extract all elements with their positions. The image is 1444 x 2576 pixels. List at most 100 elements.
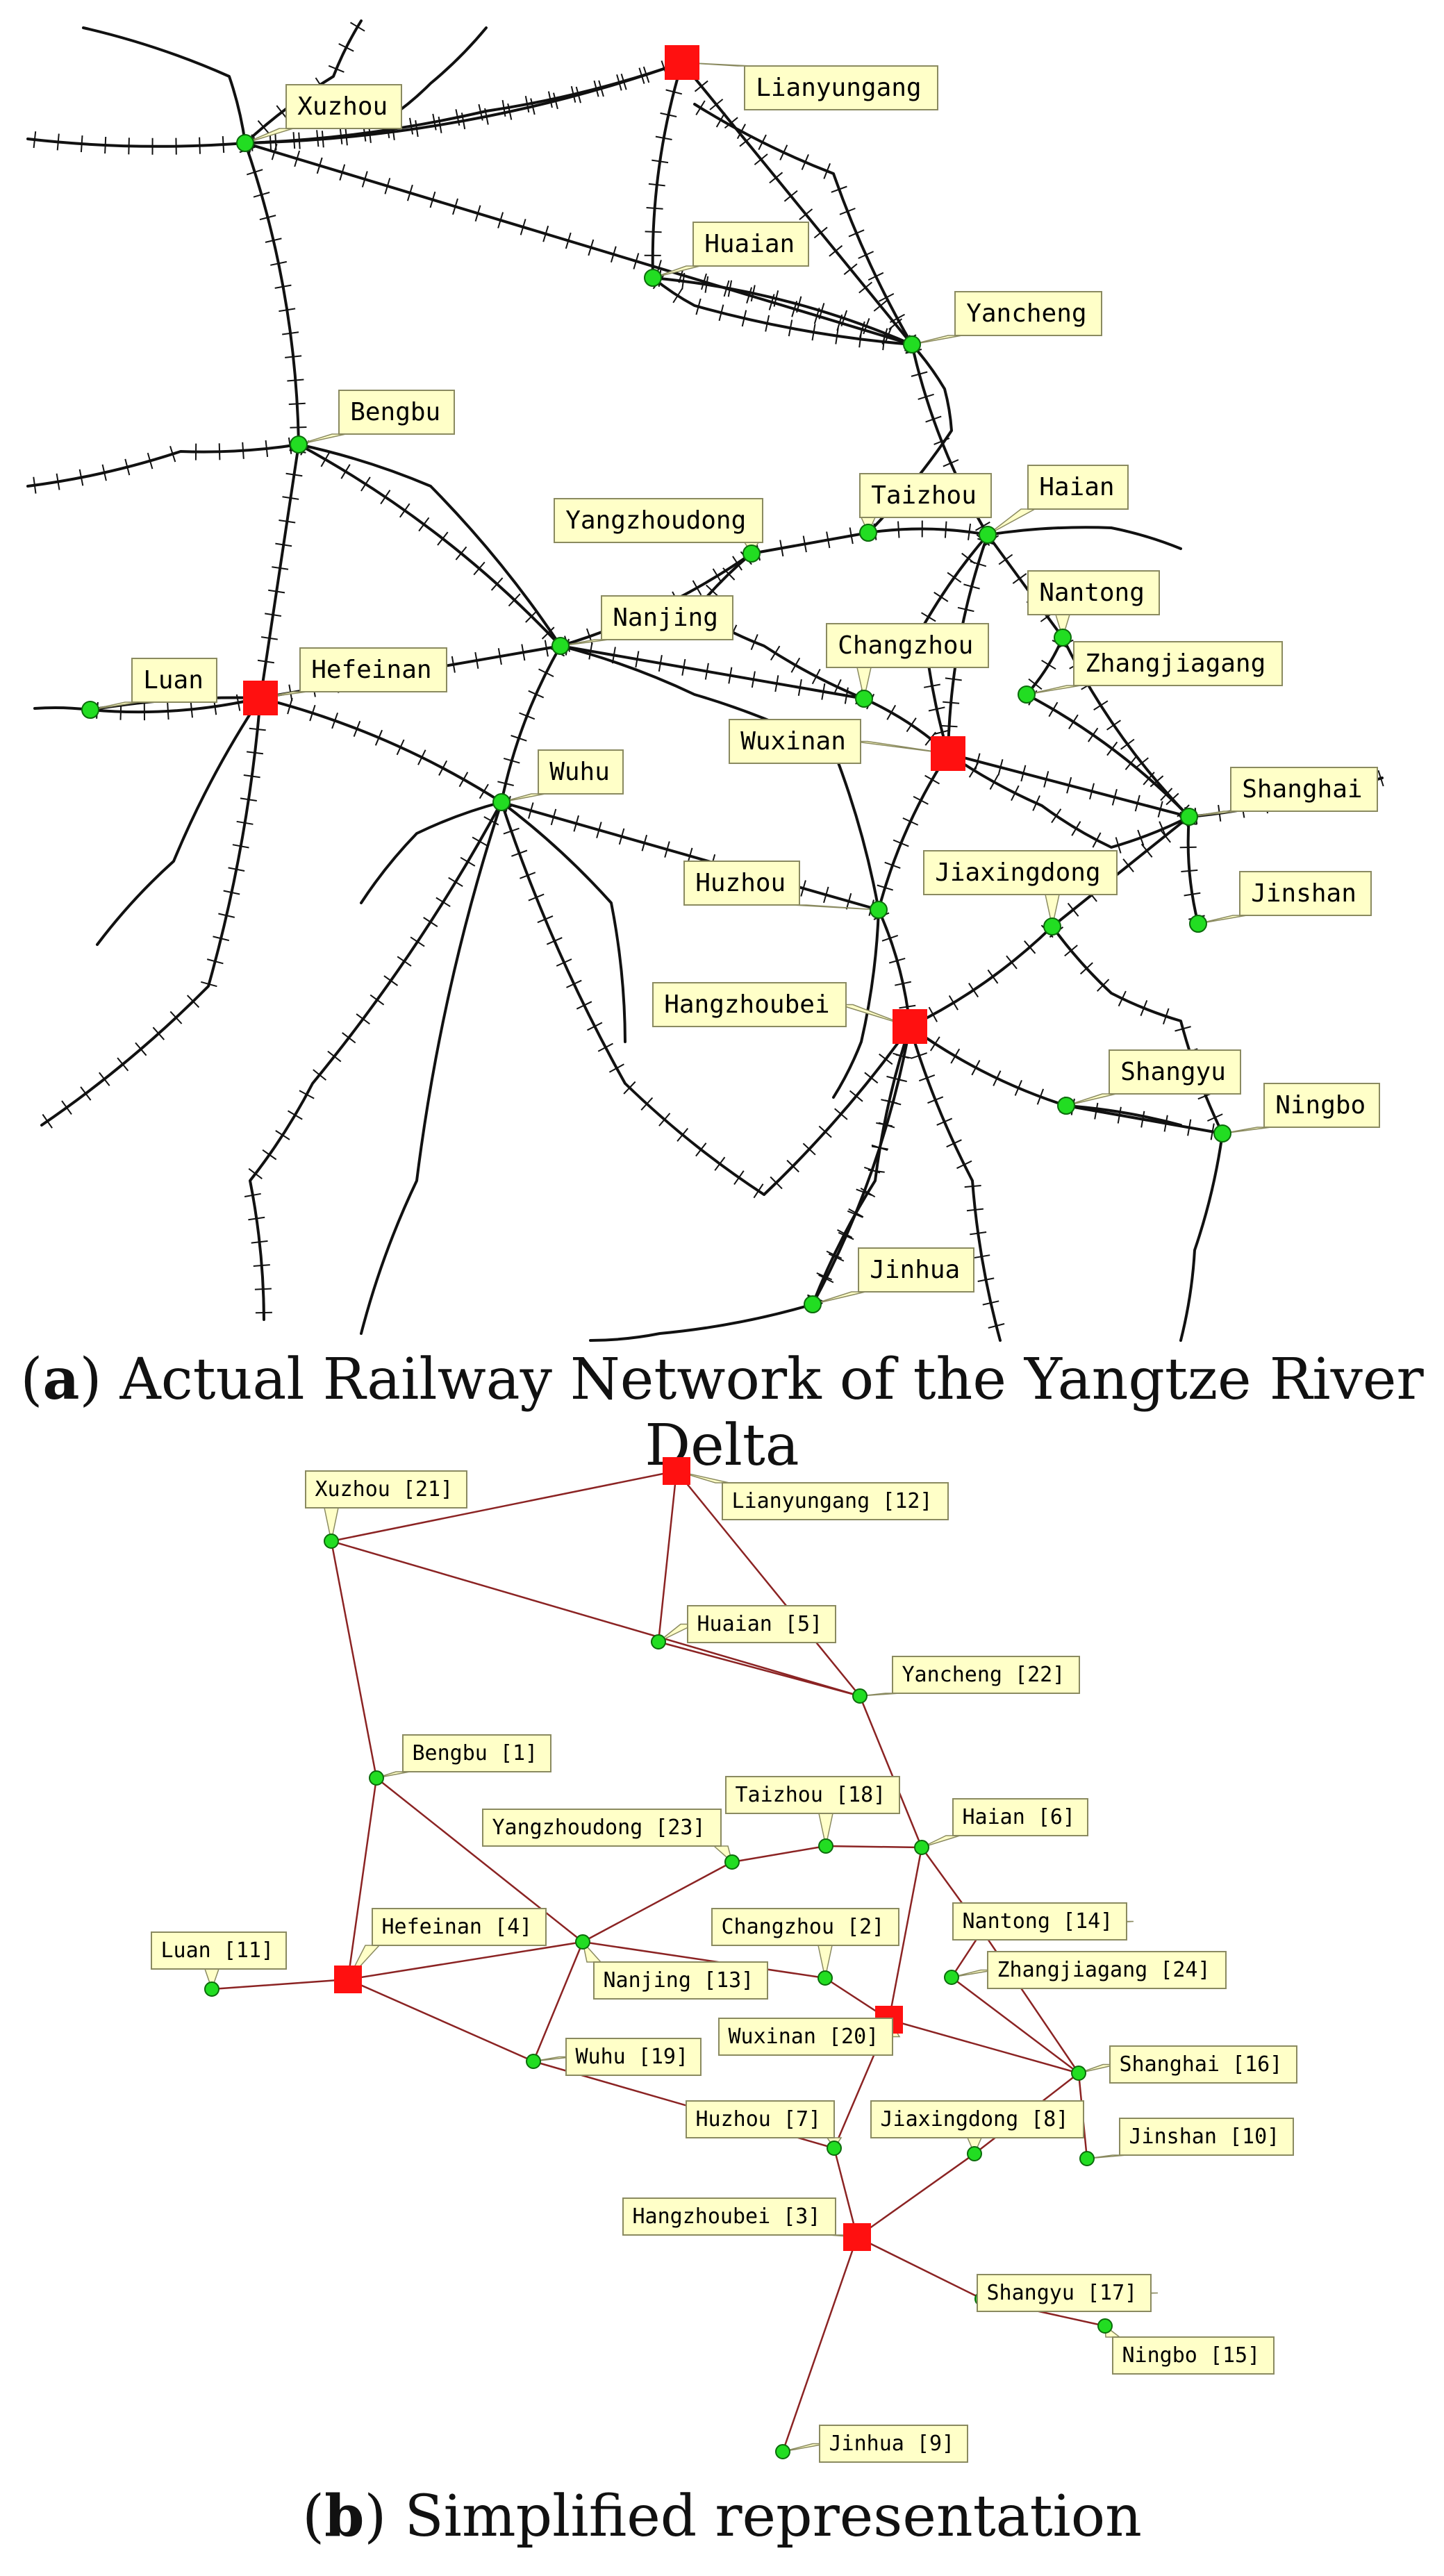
rail-tie xyxy=(788,319,793,337)
rail-tie xyxy=(733,1170,745,1185)
rail-tie xyxy=(483,816,499,826)
rail-tie xyxy=(884,861,901,869)
rail-tie xyxy=(753,1183,764,1199)
rail-tie xyxy=(360,476,371,492)
rail-line-shanghai-jiaxingdong xyxy=(1051,815,1190,928)
rail-tie xyxy=(677,1127,689,1142)
rail-tie xyxy=(460,856,476,867)
a-label-box-haian xyxy=(1027,465,1129,510)
rail-tie xyxy=(1087,727,1099,742)
rail-tie xyxy=(796,296,802,313)
rail-tie xyxy=(374,729,383,746)
rail-tie xyxy=(1051,808,1062,824)
rail-line-extra xyxy=(360,801,503,904)
rail-tie xyxy=(275,542,292,547)
rail-tie xyxy=(528,690,545,699)
caption-a: (a) Actual Railway Network of the Yangtz… xyxy=(20,1346,1424,1479)
rail-tie xyxy=(899,1004,916,1009)
rail-tie xyxy=(1092,832,1102,848)
rail-tie xyxy=(521,644,526,661)
rail-tie xyxy=(1115,837,1122,854)
rail-tie xyxy=(550,808,557,826)
a-label-lianyungang: Lianyungang xyxy=(756,74,921,102)
rail-tie xyxy=(987,969,999,984)
rail-tie xyxy=(349,22,365,32)
rail-tie xyxy=(786,1159,799,1173)
actual-network-map: XuzhouLianyungangHuaianYanchengBengbuYan… xyxy=(26,19,1384,1342)
rail-tie xyxy=(845,892,852,910)
rail-tie xyxy=(977,1277,995,1282)
rail-tie xyxy=(587,1022,603,1031)
rail-tie xyxy=(913,796,929,805)
rail-tie xyxy=(1159,821,1167,838)
b-node-luan xyxy=(204,1981,219,1997)
rail-tie xyxy=(556,958,572,967)
rail-tie xyxy=(242,442,244,459)
rail-tie xyxy=(839,208,856,215)
rail-tie xyxy=(61,1100,72,1115)
a-node-luan xyxy=(81,701,99,719)
rail-tie xyxy=(758,134,767,151)
rail-tie xyxy=(201,981,217,988)
a-node-yancheng xyxy=(903,335,921,354)
rail-tie xyxy=(704,663,709,680)
rail-line-extra xyxy=(249,801,503,1321)
rail-line-bengbu-hefeinan xyxy=(259,443,300,699)
rail-tie xyxy=(840,310,848,327)
rail-line-extra xyxy=(811,1025,911,1306)
rail-tie xyxy=(695,298,702,315)
rail-tie xyxy=(251,1240,268,1244)
rail-tie xyxy=(243,774,260,779)
rail-tie xyxy=(971,1060,981,1076)
rail-tie xyxy=(750,634,758,650)
b-label-box-hefeinan xyxy=(372,1908,547,1946)
rail-tie xyxy=(253,1264,270,1267)
a-label-box-huzhou xyxy=(683,861,800,906)
a-label-hefeinan: Hefeinan xyxy=(311,656,431,684)
rail-tie xyxy=(918,393,934,400)
edge-nanjing-changzhou xyxy=(582,1941,826,1979)
rail-tie xyxy=(384,178,391,194)
b-hub-hefeinan xyxy=(334,1966,362,1993)
rail-tie xyxy=(435,897,451,908)
b-label-huzhou: Huzhou [7] xyxy=(696,2107,822,2132)
rail-tie xyxy=(511,735,527,742)
caption-b-text: Simplified representation xyxy=(404,2484,1142,2550)
a-label-box-wuhu xyxy=(538,749,624,795)
rail-tie xyxy=(732,556,742,571)
b-label-yangzhoudong: Yangzhoudong [23] xyxy=(492,1815,706,1840)
rail-tie xyxy=(973,1254,990,1259)
b-node-jinshan xyxy=(1079,2151,1095,2166)
rail-line-extra xyxy=(986,526,1182,550)
a-label-box-hefeinan xyxy=(299,647,447,692)
rail-tie xyxy=(1187,1119,1192,1136)
b-node-nanjing xyxy=(575,1934,590,1950)
rail-tie xyxy=(1210,1123,1215,1140)
rail-tie xyxy=(236,820,254,825)
rail-tie xyxy=(1041,659,1056,670)
rail-tie xyxy=(963,583,980,590)
a-node-jinhua xyxy=(804,1295,822,1313)
a-label-box-zhangjiagang xyxy=(1073,641,1283,686)
rail-tie xyxy=(623,1081,636,1095)
b-label-box-shanghai xyxy=(1109,2045,1297,2084)
a-label-jinhua: Jinhua xyxy=(870,1256,960,1284)
rail-tie xyxy=(490,577,504,591)
rail-tie xyxy=(1032,795,1040,811)
rail-tie xyxy=(888,957,906,964)
rail-tie xyxy=(956,1160,972,1170)
rail-line-zhangjiagang-shanghai xyxy=(1025,693,1190,818)
rail-tie xyxy=(1089,783,1095,800)
rail-tie xyxy=(257,120,269,134)
rail-line-extra xyxy=(388,26,488,119)
rail-tie xyxy=(80,1086,92,1101)
a-label-yangzhoudong: Yangzhoudong xyxy=(565,506,746,535)
rail-tie xyxy=(570,85,576,103)
rail-tie xyxy=(1122,858,1134,873)
rail-tie xyxy=(327,1050,342,1063)
b-label-box-wuhu xyxy=(565,2038,702,2076)
rail-tie xyxy=(190,701,193,718)
edge-zhangjiagang-shanghai xyxy=(951,1977,1079,2074)
edge-luan-hefeinan xyxy=(211,1978,349,1991)
rail-tie xyxy=(906,717,917,733)
